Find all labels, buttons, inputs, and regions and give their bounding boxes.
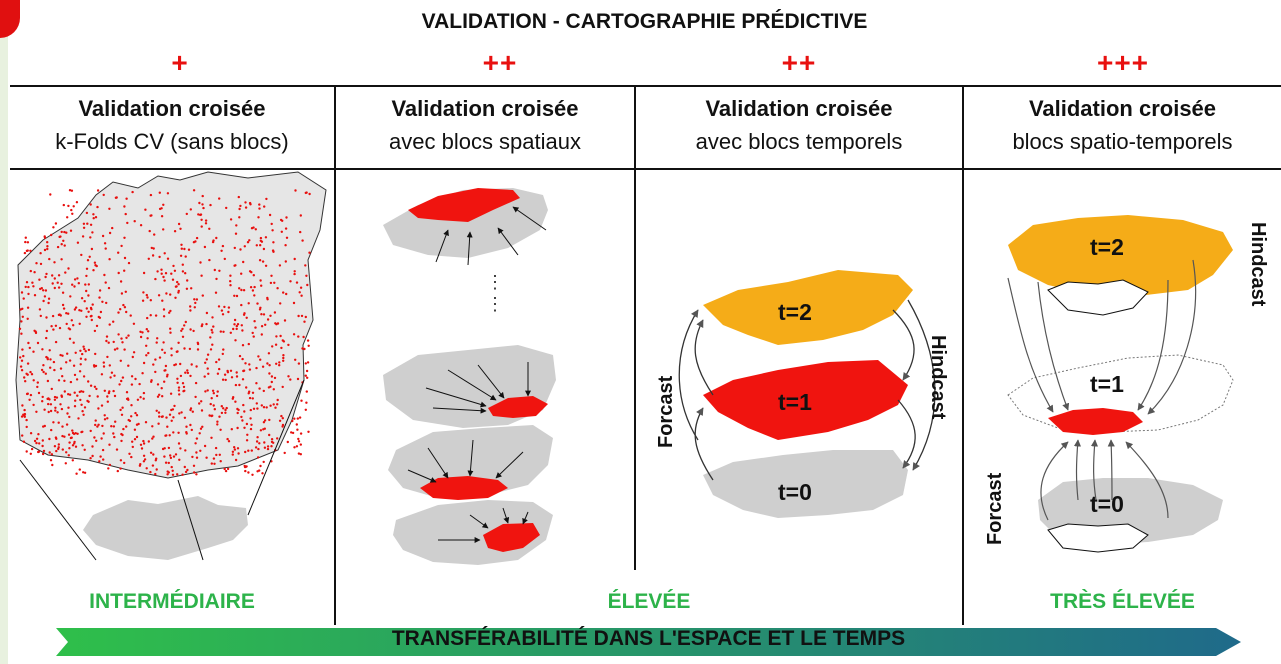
temporal-blocks-illustration: t=2 t=1 t=0 Forcast Hindcast: [655, 270, 949, 518]
column-subheading: blocs spatio-temporels: [1012, 129, 1233, 154]
observation-points: [18, 189, 311, 476]
region-outline: [15, 171, 327, 479]
level-col1: INTERMÉDIAIRE: [89, 590, 255, 613]
column-header-1: Validation croisée k-Folds CV (sans bloc…: [10, 92, 334, 158]
label-hindcast: Hindcast: [1247, 222, 1269, 307]
label-t1: t=1: [1090, 371, 1124, 397]
label-forcast: Forcast: [984, 472, 1006, 545]
col-divider-1: [334, 85, 336, 625]
spatial-blocks-illustration: ⋮ ⋮: [383, 188, 556, 565]
column-heading: Validation croisée: [78, 96, 266, 121]
header-divider: [10, 168, 1281, 170]
column-heading: Validation croisée: [391, 96, 579, 121]
svg-text:⋮: ⋮: [486, 294, 504, 314]
label-forcast: Forcast: [655, 375, 677, 448]
column-subheading: k-Folds CV (sans blocs): [55, 129, 289, 154]
label-t1: t=1: [778, 389, 812, 415]
table-top-border: [10, 85, 1281, 87]
rating-col1: +: [171, 47, 189, 78]
column-header-4: Validation croisée blocs spatio-temporel…: [964, 92, 1281, 158]
column-subheading: avec blocs spatiaux: [389, 129, 581, 154]
spatiotemporal-blocks-illustration: t=2 t=1 t=0 Hindcast Forcast: [984, 215, 1269, 553]
level-col4: TRÈS ÉLEVÉE: [1050, 590, 1195, 613]
col-divider-3: [962, 85, 964, 625]
label-t2: t=2: [1090, 234, 1124, 260]
svg-text:⋮: ⋮: [486, 272, 504, 292]
transferability-arrow: [56, 628, 1241, 656]
corner-badge: [0, 0, 20, 38]
arrow-label: TRANSFÉRABILITÉ DANS L'ESPACE ET LE TEMP…: [391, 627, 906, 650]
level-col2-3: ÉLEVÉE: [607, 590, 691, 613]
label-hindcast: Hindcast: [927, 335, 949, 420]
rating-col4: +++: [1096, 47, 1150, 78]
column-header-2: Validation croisée avec blocs spatiaux: [336, 92, 634, 158]
rating-col3: ++: [781, 47, 817, 78]
label-t2: t=2: [778, 299, 812, 325]
base-map-shadow: [83, 496, 248, 560]
kfold-map-illustration: [15, 171, 327, 561]
label-t0: t=0: [778, 479, 812, 505]
rating-col2: ++: [482, 47, 518, 78]
col-divider-2: [634, 85, 636, 570]
page-title: VALIDATION - CARTOGRAPHIE PRÉDICTIVE: [421, 10, 868, 33]
column-heading: Validation croisée: [1028, 96, 1217, 121]
illustrations: ⋮ ⋮ t=2 t=1: [15, 171, 1269, 565]
column-subheading: avec blocs temporels: [695, 129, 903, 154]
column-heading: Validation croisée: [705, 96, 893, 121]
column-header-3: Validation croisée avec blocs temporels: [636, 92, 962, 158]
